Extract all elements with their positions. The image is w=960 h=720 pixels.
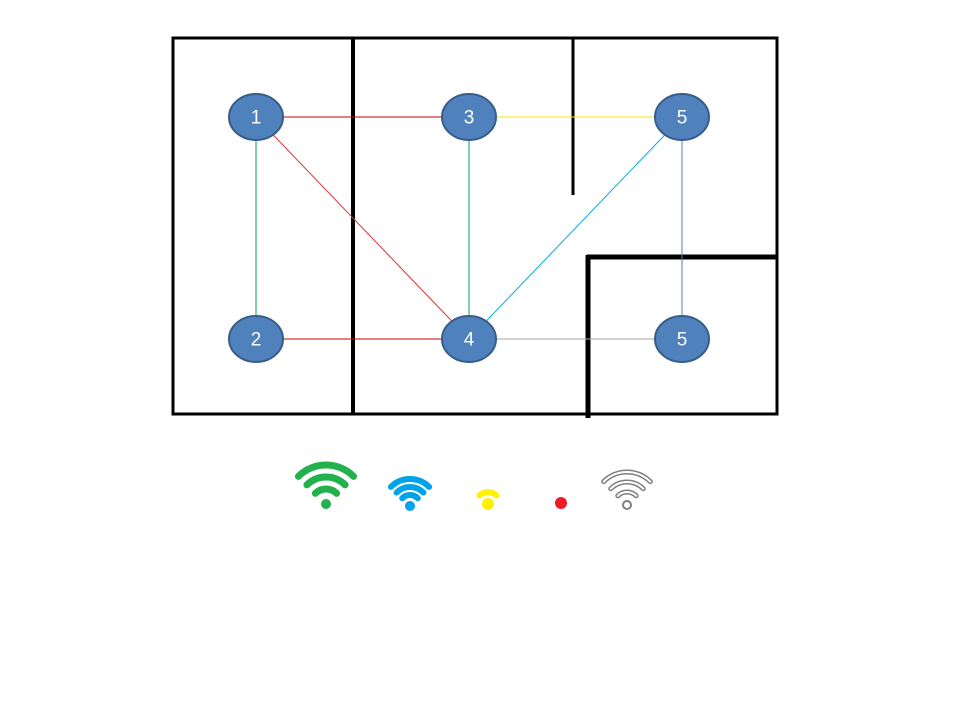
- signal-strength-legend: [294, 461, 653, 511]
- node-circle: [441, 315, 497, 363]
- node-n1: 1: [228, 93, 284, 141]
- access-point-nodes: 1 2 3 4 5 5: [228, 93, 710, 363]
- outer-wall: [171, 36, 779, 416]
- node-label: 3: [464, 108, 475, 129]
- node-circle: [654, 315, 710, 363]
- node-label: 5: [677, 108, 688, 129]
- floor-plan-walls: [171, 36, 779, 418]
- node-circle: [654, 93, 710, 141]
- node-circle: [228, 315, 284, 363]
- node-n3: 3: [441, 93, 497, 141]
- node-n2: 2: [228, 315, 284, 363]
- node-label: 4: [464, 330, 475, 351]
- node-label: 1: [251, 108, 262, 129]
- node-label: 2: [251, 330, 262, 351]
- wifi-minimal-icon: [555, 497, 567, 509]
- wifi-none-icon: [601, 469, 653, 510]
- node-label: 5: [677, 330, 688, 351]
- node-circle: [441, 93, 497, 141]
- connection-edges: [255, 116, 683, 340]
- wifi-medium-icon: [387, 476, 433, 511]
- edge-n1-n4: [255, 116, 470, 340]
- edge-n5a-n4: [468, 116, 683, 340]
- node-n4: 4: [441, 315, 497, 363]
- node-n5b: 5: [654, 315, 710, 363]
- node-n5a: 5: [654, 93, 710, 141]
- wifi-weak-icon: [476, 489, 500, 510]
- node-circle: [228, 93, 284, 141]
- wifi-strong-icon: [294, 461, 358, 509]
